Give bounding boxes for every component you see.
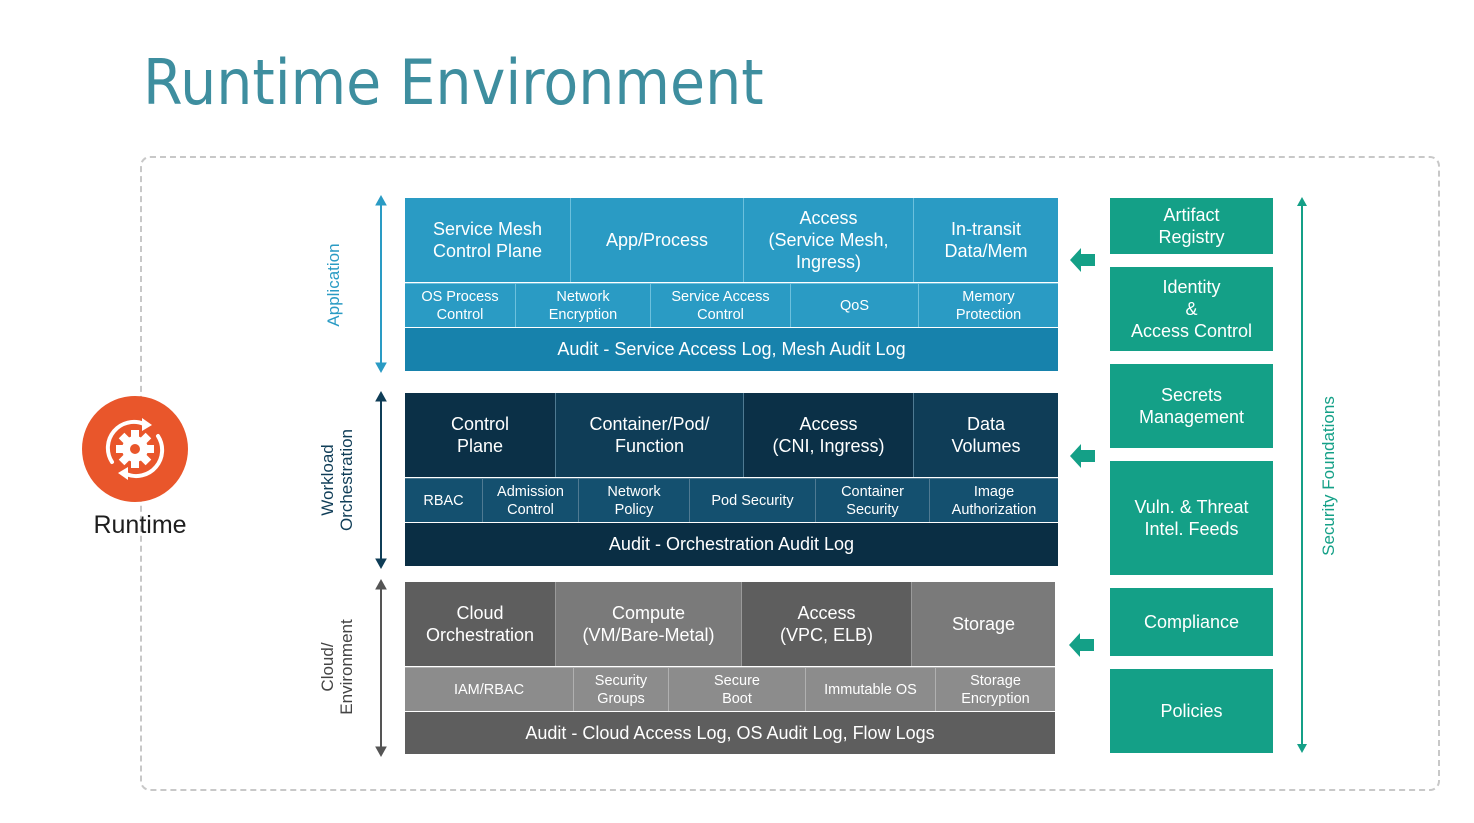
security-foundations-range-arrow xyxy=(1297,197,1307,753)
layer-arrows xyxy=(375,195,387,758)
cell-control-plane: Control Plane xyxy=(405,393,556,477)
cell-network-policy: Network Policy xyxy=(579,478,690,522)
arrow-left-icon xyxy=(1070,444,1095,468)
cloud-range-arrow xyxy=(375,578,387,758)
cell-secure-boot: Secure Boot xyxy=(669,667,806,711)
cell-storage-encryption: Storage Encryption xyxy=(936,667,1055,711)
sec-vuln-threat-intel: Vuln. & Threat Intel. Feeds xyxy=(1110,461,1273,575)
layer-label-cloud: Cloud/ Environment xyxy=(318,619,356,715)
sec-artifact-registry: Artifact Registry xyxy=(1110,198,1273,254)
cell-os-process-control: OS Process Control xyxy=(405,283,516,327)
workload-audit-bar: Audit - Orchestration Audit Log xyxy=(405,523,1058,566)
arrow-left-icon xyxy=(1069,633,1094,657)
cell-container-pod-function: Container/Pod/ Function xyxy=(556,393,744,477)
cell-cloud-orchestration: Cloud Orchestration xyxy=(405,582,556,666)
cell-iam-rbac: IAM/RBAC xyxy=(405,667,574,711)
cell-network-encryption: Network Encryption xyxy=(516,283,651,327)
cell-security-groups: Security Groups xyxy=(574,667,669,711)
cell-pod-security: Pod Security xyxy=(690,478,816,522)
cell-admission-control: Admission Control xyxy=(483,478,579,522)
sec-compliance: Compliance xyxy=(1110,588,1273,656)
layer-label-application: Application xyxy=(324,243,343,327)
sec-identity-access-control: Identity & Access Control xyxy=(1110,267,1273,351)
cell-image-authorization: Image Authorization xyxy=(930,478,1058,522)
application-range-arrow xyxy=(375,195,387,374)
cell-service-access-control: Service Access Control xyxy=(651,283,791,327)
gear-cycle-icon xyxy=(105,418,165,480)
arrow-left-icon xyxy=(1070,248,1095,272)
cell-container-security: Container Security xyxy=(816,478,930,522)
sec-secrets-management: Secrets Management xyxy=(1110,364,1273,448)
cell-access-service-mesh: Access (Service Mesh, Ingress) xyxy=(744,198,914,282)
page-title: Runtime Environment xyxy=(143,46,764,119)
cell-storage: Storage xyxy=(912,582,1055,666)
application-audit-bar: Audit - Service Access Log, Mesh Audit L… xyxy=(405,328,1058,371)
cell-qos: QoS xyxy=(791,283,919,327)
cell-app-process: App/Process xyxy=(571,198,744,282)
cell-compute: Compute (VM/Bare-Metal) xyxy=(556,582,742,666)
cell-immutable-os: Immutable OS xyxy=(806,667,936,711)
workload-range-arrow xyxy=(375,390,387,570)
cell-access-cni-ingress: Access (CNI, Ingress) xyxy=(744,393,914,477)
layer-label-workload: Workload Orchestration xyxy=(318,428,356,532)
cell-rbac: RBAC xyxy=(405,478,483,522)
cloud-audit-bar: Audit - Cloud Access Log, OS Audit Log, … xyxy=(405,712,1055,754)
cell-data-volumes: Data Volumes xyxy=(914,393,1058,477)
cell-memory-protection: Memory Protection xyxy=(919,283,1058,327)
security-foundations-label: Security Foundations xyxy=(1319,396,1338,556)
cell-service-mesh-control-plane: Service Mesh Control Plane xyxy=(405,198,571,282)
cell-access-vpc-elb: Access (VPC, ELB) xyxy=(742,582,912,666)
runtime-label: Runtime xyxy=(93,511,187,539)
sec-policies: Policies xyxy=(1110,669,1273,753)
runtime-icon xyxy=(82,396,188,502)
cell-in-transit-data: In-transit Data/Mem xyxy=(914,198,1058,282)
